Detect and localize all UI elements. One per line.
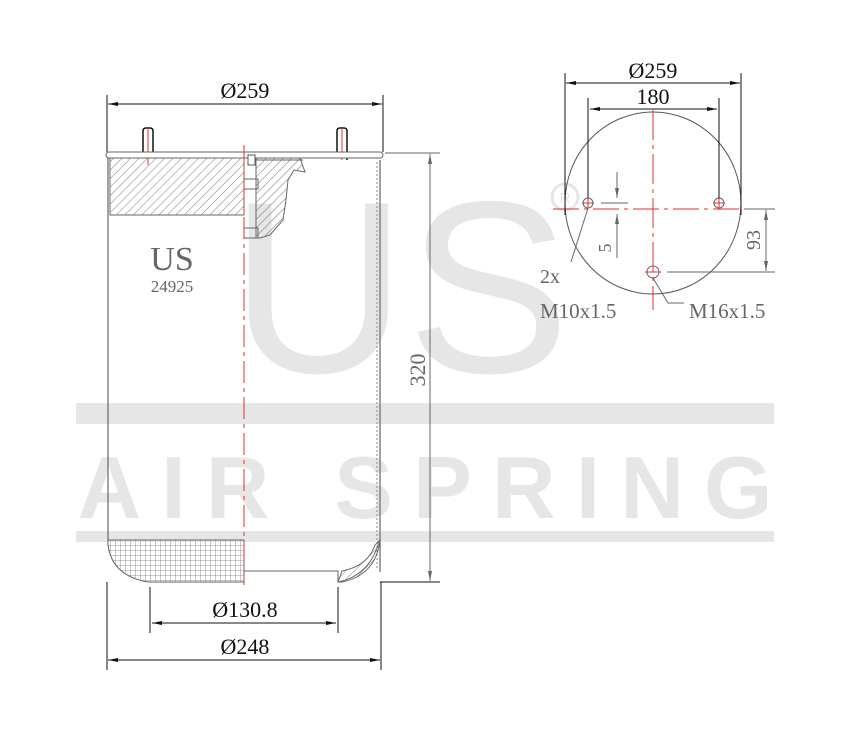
side-view: US 24925 Ø259 320 Ø130.8 Ø248 <box>105 78 440 670</box>
bottom-piston-grid <box>107 539 245 583</box>
piston-section-hatch <box>255 157 306 239</box>
stud-thread-callout: M10x1.5 <box>540 299 616 323</box>
svg-text:180: 180 <box>637 84 670 109</box>
svg-text:93: 93 <box>743 230 765 250</box>
dim-bottom-diameter: Ø248 <box>106 582 382 670</box>
top-view: Ø259 180 5 93 2x M10x1.5 M16x1.5 <box>540 58 775 323</box>
dim-top-diameter: Ø259 <box>106 78 384 152</box>
part-number-label: 24925 <box>151 277 194 296</box>
dim-plate-diameter: Ø259 <box>564 58 742 215</box>
svg-text:5: 5 <box>595 244 615 253</box>
watermark-bar-bottom <box>76 531 774 542</box>
svg-text:Ø130.8: Ø130.8 <box>212 597 277 622</box>
stud-count-callout: 2x <box>540 266 560 288</box>
air-inlet-thread-callout: M16x1.5 <box>689 299 765 323</box>
dim-offset-small: 5 <box>595 172 628 258</box>
svg-text:Ø259: Ø259 <box>629 58 678 83</box>
stud-hole-right <box>713 197 725 209</box>
dim-piston-diameter: Ø130.8 <box>149 587 339 633</box>
dim-stud-spacing: 180 <box>587 84 720 198</box>
watermark-bar-top <box>76 403 774 424</box>
stud-hole-left <box>582 197 594 209</box>
dim-air-inlet-offset: 93 <box>667 208 775 273</box>
svg-text:Ø248: Ø248 <box>221 634 270 659</box>
leader-air-inlet <box>652 277 684 304</box>
top-section-hatch <box>109 157 245 216</box>
part-brand-label: US <box>150 241 193 278</box>
watermark-brand: AIR SPRING <box>78 438 773 537</box>
leader-stud <box>570 207 589 263</box>
dim-height: 320 <box>380 152 440 583</box>
svg-text:Ø259: Ø259 <box>221 78 270 103</box>
svg-text:320: 320 <box>405 354 430 387</box>
